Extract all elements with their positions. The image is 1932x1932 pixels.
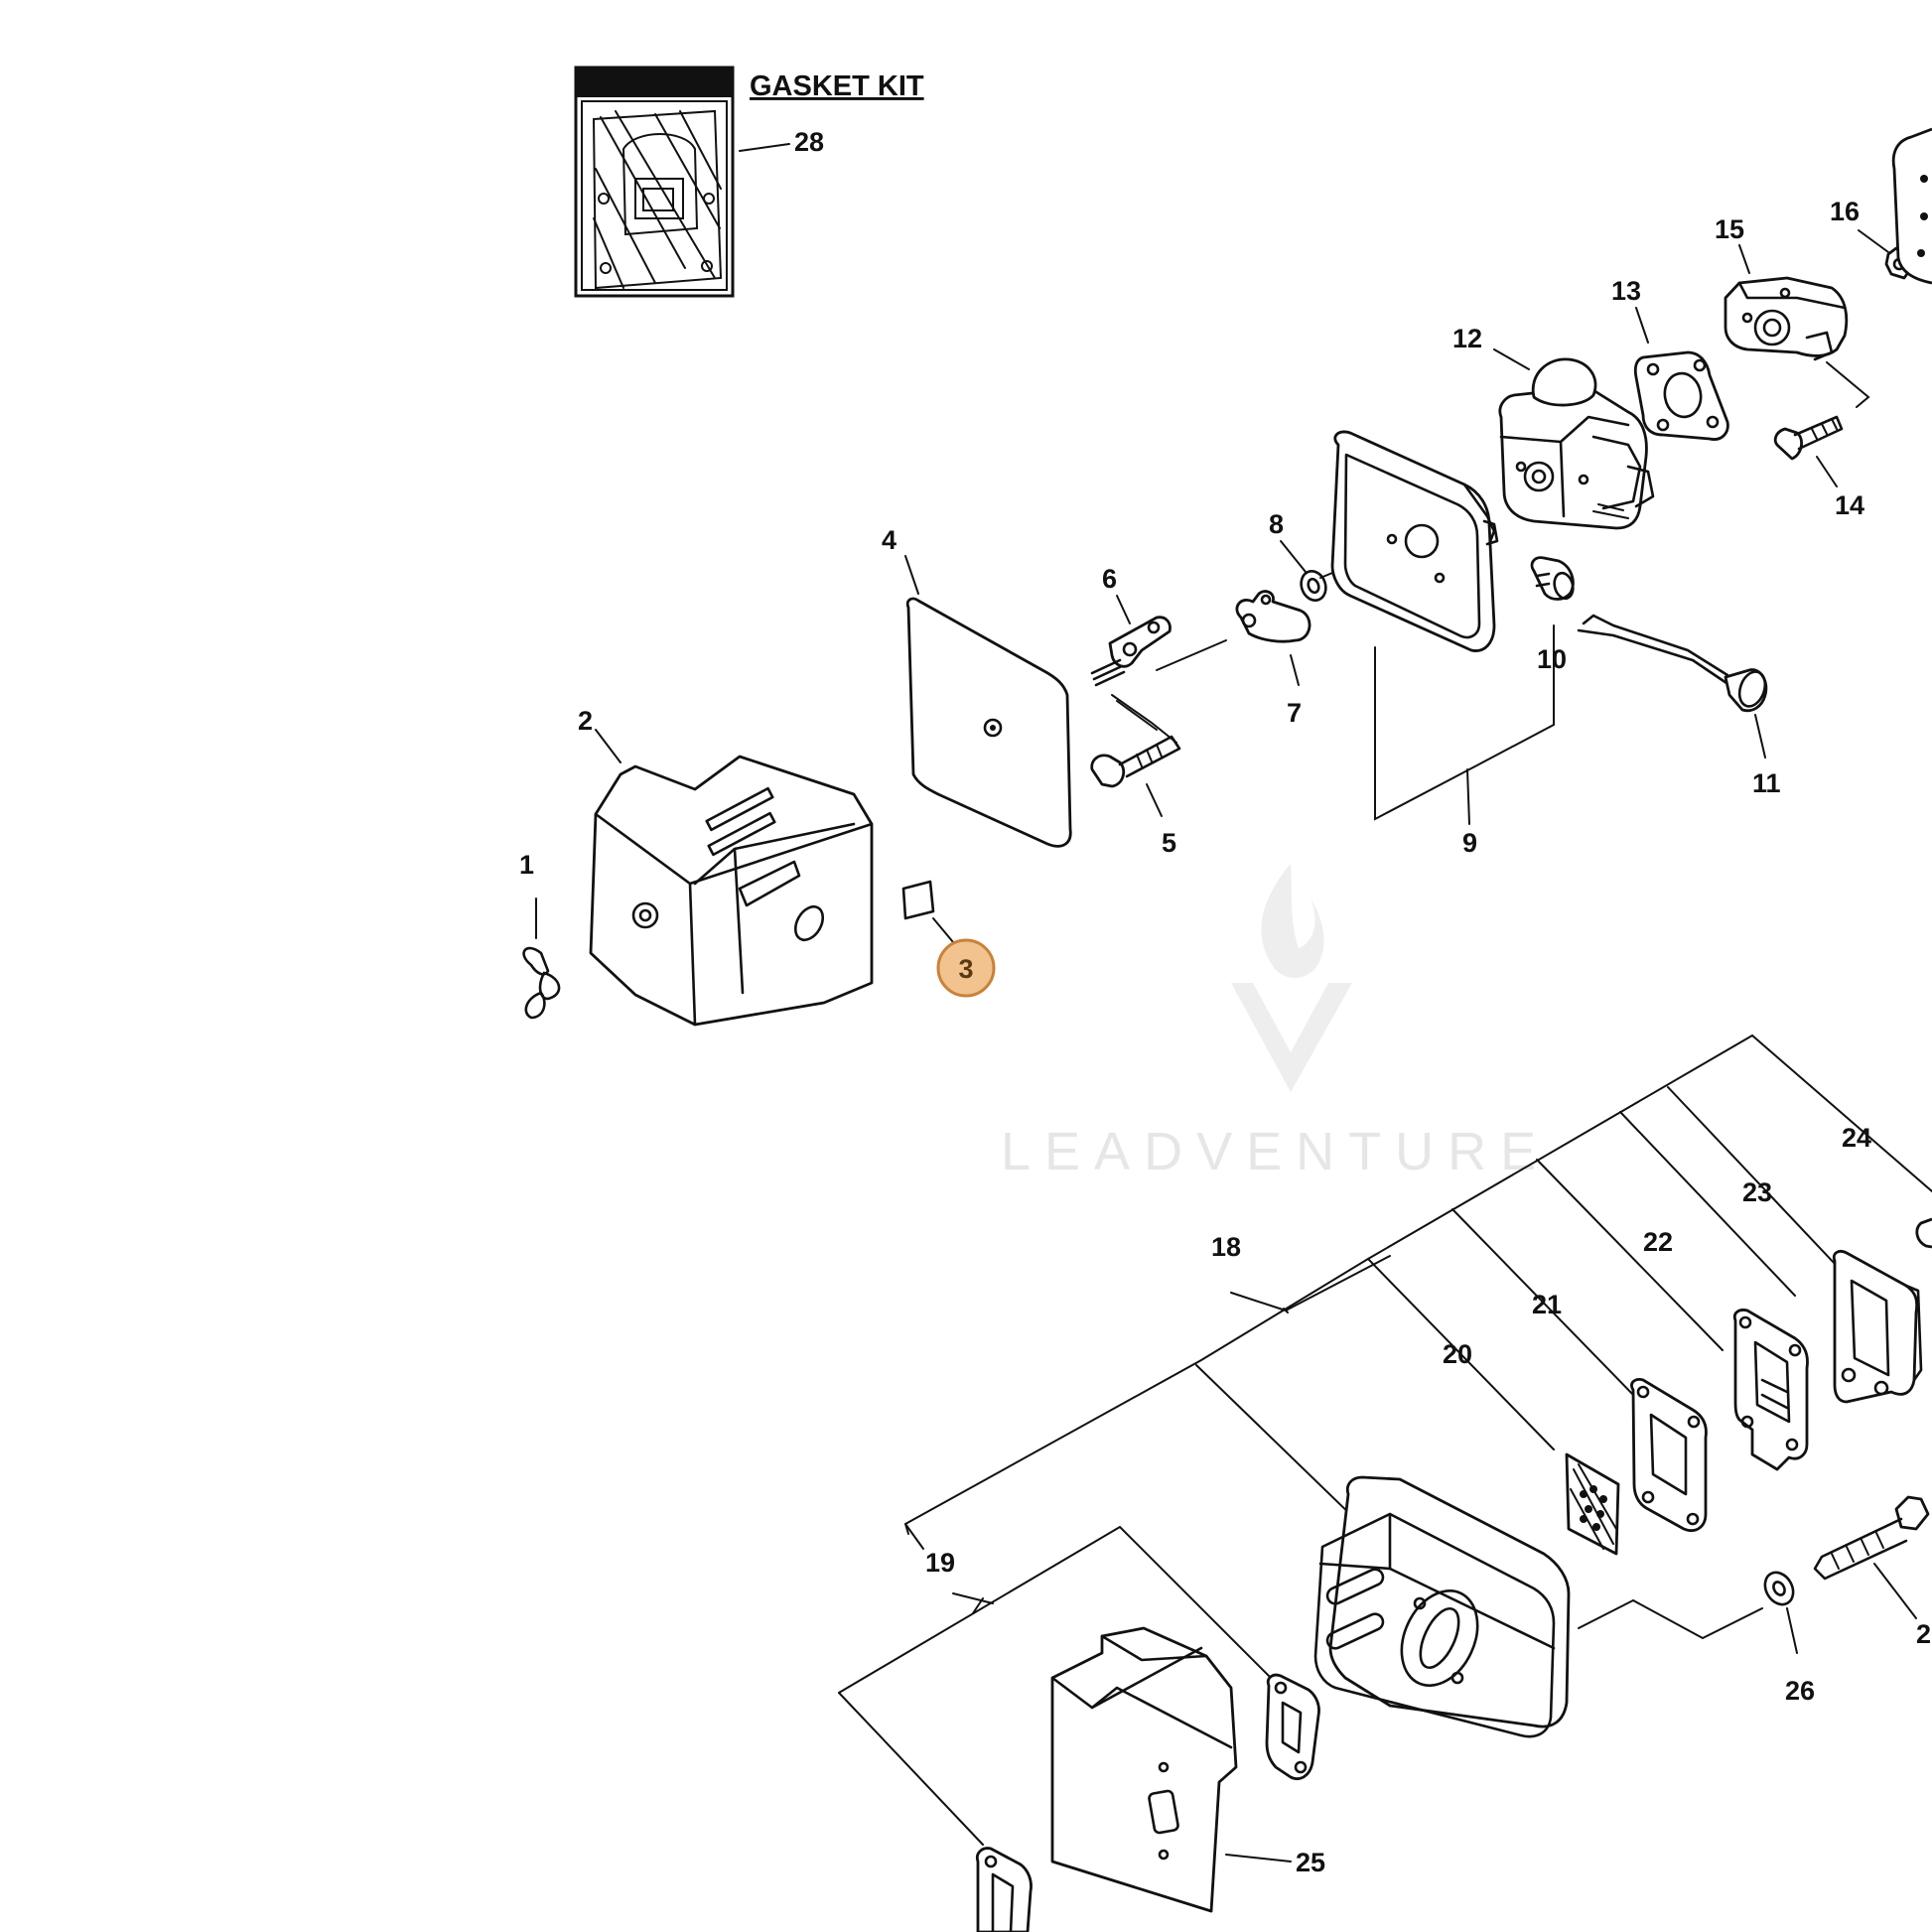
part-19-shield-bracket bbox=[838, 1523, 1272, 1846]
callout-14[interactable]: 14 bbox=[1835, 490, 1864, 520]
callout-12[interactable]: 12 bbox=[1452, 324, 1482, 353]
part-15-intake-flange[interactable] bbox=[1724, 244, 1870, 408]
callout-23[interactable]: 23 bbox=[1742, 1177, 1772, 1207]
part-13-carb-gasket[interactable] bbox=[1633, 307, 1729, 441]
callout-25[interactable]: 25 bbox=[1296, 1848, 1325, 1877]
part-19-lower-gasket[interactable] bbox=[975, 1847, 1033, 1932]
part-3-square-gasket[interactable] bbox=[901, 880, 959, 949]
part-10-grommet[interactable] bbox=[1530, 556, 1576, 601]
part-1-wing-nut[interactable] bbox=[522, 897, 561, 1020]
part-27-bolt[interactable] bbox=[1813, 1495, 1930, 1619]
callout-16[interactable]: 16 bbox=[1830, 197, 1860, 226]
watermark-text: LEADVENTURE bbox=[1001, 1122, 1550, 1181]
callout-1[interactable]: 1 bbox=[519, 850, 534, 880]
part-5-screw[interactable] bbox=[1090, 735, 1181, 817]
callout-27[interactable]: 2 bbox=[1916, 1619, 1931, 1649]
callout-5[interactable]: 5 bbox=[1162, 828, 1176, 858]
gasket-kit-title: GASKET KIT bbox=[750, 70, 924, 102]
callout-15[interactable]: 15 bbox=[1715, 214, 1744, 244]
part-14-screw[interactable] bbox=[1773, 415, 1844, 487]
callout-24[interactable]: 24 bbox=[1842, 1123, 1871, 1153]
callout-3-highlight[interactable]: 3 bbox=[936, 938, 996, 998]
part-12-carburetor[interactable] bbox=[1493, 348, 1655, 530]
part-21-muffler-gasket[interactable] bbox=[1630, 1378, 1708, 1532]
callout-8[interactable]: 8 bbox=[1269, 509, 1284, 539]
part-25-heat-shield[interactable] bbox=[1050, 1626, 1292, 1913]
callout-4[interactable]: 4 bbox=[882, 525, 897, 555]
part-19-exhaust-gasket[interactable] bbox=[1265, 1673, 1320, 1780]
part-11-choke-rod[interactable] bbox=[1577, 614, 1769, 759]
callout-7[interactable]: 7 bbox=[1287, 698, 1302, 728]
callout-19[interactable]: 19 bbox=[925, 1548, 955, 1578]
callout-21[interactable]: 21 bbox=[1532, 1290, 1562, 1319]
callout-2[interactable]: 2 bbox=[578, 706, 593, 736]
part-24-partial[interactable] bbox=[1915, 1217, 1932, 1249]
gasket-kit-box[interactable] bbox=[574, 66, 735, 298]
part-18-muffler-assembly-bracket bbox=[904, 1034, 1932, 1550]
part-22-baffle-gasket[interactable] bbox=[1732, 1309, 1809, 1471]
part-23-baffle[interactable] bbox=[1832, 1250, 1923, 1404]
part-7-choke-lever[interactable] bbox=[1235, 590, 1311, 686]
callout-3[interactable]: 3 bbox=[958, 954, 973, 984]
part-cylinder-partial bbox=[1891, 127, 1932, 285]
muffler-body[interactable] bbox=[1313, 1475, 1763, 1738]
part-4-air-filter[interactable] bbox=[904, 555, 1072, 848]
callout-6[interactable]: 6 bbox=[1102, 564, 1117, 594]
callout-10[interactable]: 10 bbox=[1537, 644, 1567, 674]
leadventure-watermark: LEADVENTURE bbox=[1001, 864, 1550, 1181]
part-20-spark-arrestor-screen[interactable] bbox=[1565, 1452, 1620, 1556]
part-2-air-filter-cover[interactable] bbox=[589, 729, 874, 1027]
gasket-set-illustration-icon bbox=[592, 109, 723, 290]
part-26-washer[interactable] bbox=[1759, 1568, 1799, 1654]
part-6-choke-bracket[interactable] bbox=[1090, 595, 1227, 744]
flame-logo-icon bbox=[1231, 864, 1352, 1092]
callout-26[interactable]: 26 bbox=[1785, 1676, 1815, 1706]
part-9-filter-base[interactable] bbox=[1330, 430, 1555, 825]
callout-22[interactable]: 22 bbox=[1643, 1227, 1673, 1257]
callout-28[interactable]: 28 bbox=[794, 127, 824, 157]
callout-18[interactable]: 18 bbox=[1211, 1232, 1241, 1262]
callout-11[interactable]: 11 bbox=[1752, 768, 1781, 798]
callout-9[interactable]: 9 bbox=[1462, 828, 1477, 858]
callout-20[interactable]: 20 bbox=[1443, 1339, 1472, 1369]
callout-13[interactable]: 13 bbox=[1611, 276, 1641, 306]
